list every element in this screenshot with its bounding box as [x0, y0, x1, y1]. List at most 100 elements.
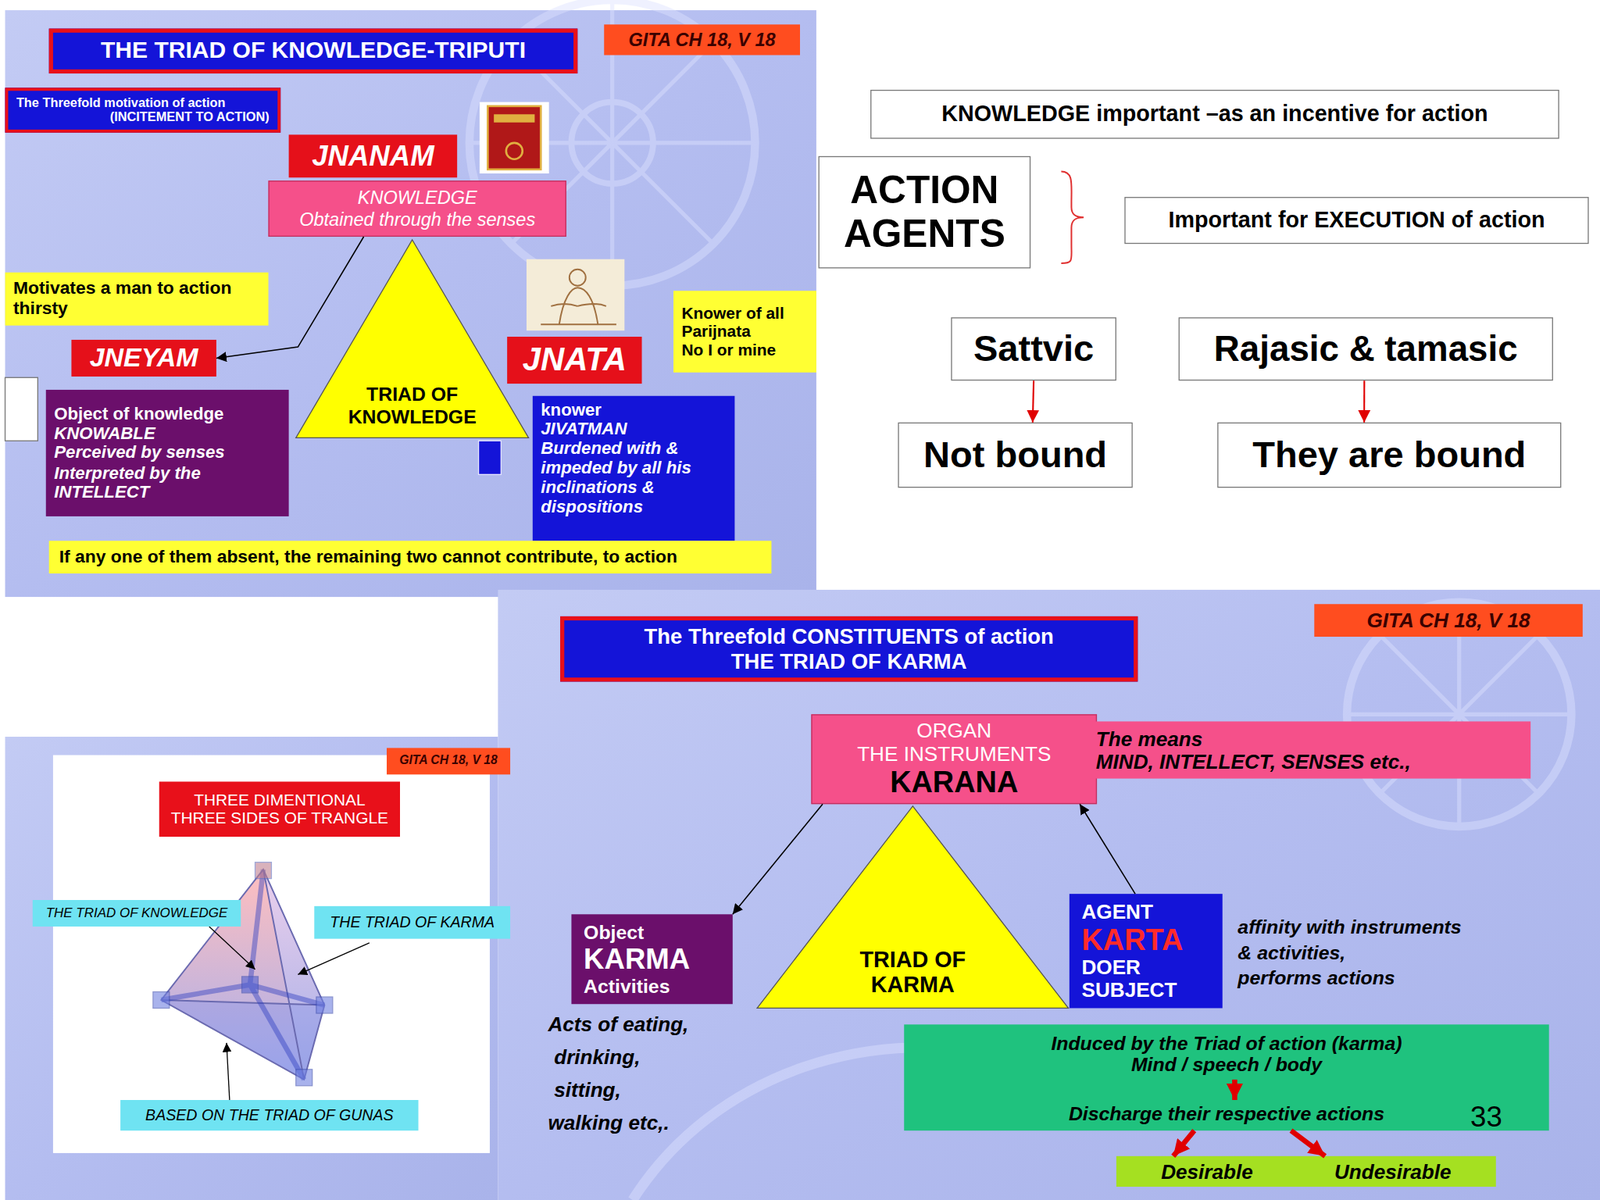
connector-arrow — [1173, 1130, 1195, 1157]
node-text: TRIAD OF KARMA — [835, 947, 990, 998]
book-ornament — [506, 142, 523, 160]
node-text: THE TRIAD OF KARMA — [314, 914, 511, 932]
inner-panel — [53, 755, 490, 1154]
node-text: TRIAD OF KNOWLEDGE — [330, 384, 494, 429]
panel — [5, 736, 499, 1200]
verse-tag: GITA CH 18, V 18 — [1314, 603, 1583, 637]
note-box: The meansMIND, INTELLECT, SENSES etc., — [1089, 721, 1531, 779]
node-text: KNOWLEDGE important –as an incentive for… — [875, 101, 1555, 127]
connector-arrow — [1291, 1130, 1326, 1157]
triad-triangle: TRIAD OF KARMA — [757, 806, 1068, 1009]
node-text: KARMA — [583, 942, 721, 975]
sketch — [540, 287, 617, 325]
page-number: 33 — [1470, 1102, 1503, 1134]
annotation-text: & activities, — [1237, 942, 1346, 965]
term-box: ORGANTHE INSTRUMENTSKARANA — [810, 714, 1097, 804]
annotation-text: affinity with instruments — [1237, 917, 1461, 939]
callout-box: BASED ON THE TRIAD OF GUNAS — [120, 1100, 418, 1131]
node-text: GITA CH 18, V 18 — [607, 29, 796, 50]
node-text: ACTION AGENTS — [823, 168, 1026, 256]
node-text: JIVATMAN — [540, 419, 727, 440]
node-text: No I or mine — [681, 340, 808, 359]
process-box: Induced by the Triad of action (karma)Mi… — [903, 1024, 1549, 1131]
node-text: Object — [583, 921, 721, 943]
callout-box: THE TRIAD OF KARMA — [314, 906, 511, 940]
node-text: The Threefold motivation of action (INCI… — [16, 96, 270, 125]
node-text: KARTA — [1081, 922, 1211, 956]
verse-tag: GITA CH 18, V 18 — [603, 24, 800, 55]
node-text: Discharge their respective actions — [910, 1102, 1543, 1125]
node-text: Desirable — [1160, 1160, 1254, 1183]
node-text: JNATA — [510, 342, 638, 379]
node-text: If any one of them absent, the remaining… — [59, 546, 762, 568]
node-text: Not bound — [903, 434, 1128, 476]
example-text: Acts of eating, — [547, 1013, 689, 1036]
result-band: Desirable Undesirable — [1116, 1156, 1497, 1187]
title-box: The Threefold CONSTITUENTS of actionTHE … — [560, 616, 1138, 683]
node-text: THREE DIMENTIONAL — [159, 790, 400, 809]
heading-box: ACTION AGENTS — [818, 156, 1032, 269]
node-text: AGENT — [1081, 900, 1211, 923]
description-box: Object of knowledgeKNOWABLEPerceived by … — [46, 389, 290, 517]
connector-arrow — [1032, 380, 1034, 423]
pyramid-illustration — [153, 862, 333, 1086]
note-band: If any one of them absent, the remaining… — [49, 540, 772, 574]
panel — [497, 589, 1600, 1200]
node-text: Induced by the Triad of action (karma) — [910, 1032, 1543, 1055]
node-text: Knower of all Parijnata — [681, 303, 808, 341]
node-text: JNANAM — [292, 139, 454, 172]
description-box: knowerJIVATMANBurdened with & impeded by… — [532, 396, 736, 541]
book-ornament — [493, 114, 535, 122]
subtitle-box: The Threefold motivation of action (INCI… — [5, 87, 282, 133]
node-text: THE TRIAD OF KNOWLEDGE — [32, 905, 241, 921]
leader-line — [297, 942, 369, 975]
node-text: Undesirable — [1334, 1160, 1452, 1183]
node-text: Motivates a man to action thirsty — [13, 278, 261, 319]
node-text: They are bound — [1222, 434, 1557, 476]
node-text: SUBJECT — [1081, 978, 1211, 1002]
node-text: Perceived by senses Interpreted by the I… — [53, 442, 281, 502]
image-frame — [526, 259, 625, 331]
leader-line — [226, 1042, 230, 1100]
edge-group — [216, 236, 1365, 1157]
node-text: DOER — [1081, 956, 1211, 979]
node-text: Obtained through the senses — [273, 208, 561, 229]
node-text: Rajasic & tamasic — [1183, 328, 1548, 369]
sage-image — [526, 259, 625, 331]
node-text: KNOWABLE — [53, 424, 281, 444]
note-box: Knower of all ParijnataNo I or mine — [673, 290, 817, 372]
blank-box — [478, 440, 502, 475]
category-box: Sattvic — [950, 317, 1117, 381]
term-box: JNEYAM — [71, 339, 216, 377]
verse-tag: GITA CH 18, V 18 — [386, 747, 511, 775]
node-text: Sattvic — [956, 328, 1112, 370]
note-box: Motivates a man to action thirsty — [5, 272, 269, 326]
node-text: THE INSTRUMENTS — [816, 742, 1093, 766]
title-box: THREE DIMENTIONALTHREE SIDES OF TRANGLE — [159, 781, 400, 837]
term-box: AGENTKARTADOERSUBJECT — [1069, 893, 1223, 1008]
node-text: JNEYAM — [75, 342, 213, 373]
triad-triangle: TRIAD OF KNOWLEDGE — [296, 239, 529, 438]
node-text: MIND, INTELLECT, SENSES etc., — [1096, 750, 1525, 773]
node-text: knower — [540, 400, 727, 420]
sketch — [569, 269, 586, 286]
image-frame — [479, 102, 550, 174]
node-text: KARANA — [816, 765, 1093, 799]
node-text: THE TRIAD OF KARMA — [568, 649, 1130, 674]
example-text: walking etc,. — [547, 1110, 669, 1134]
book-image — [479, 102, 550, 174]
pyramid-joint — [153, 992, 170, 1009]
brace — [1060, 171, 1084, 264]
result-box: They are bound — [1217, 422, 1561, 489]
node-text: The Threefold CONSTITUENTS of action — [568, 625, 1130, 650]
leader-line — [209, 926, 256, 970]
node-text: THE TRIAD OF KNOWLEDGE-TRIPUTI — [57, 37, 570, 65]
term-box: JNATA — [507, 336, 642, 384]
callout-box: THE TRIAD OF KNOWLEDGE — [32, 900, 241, 927]
blank-box — [5, 377, 39, 441]
